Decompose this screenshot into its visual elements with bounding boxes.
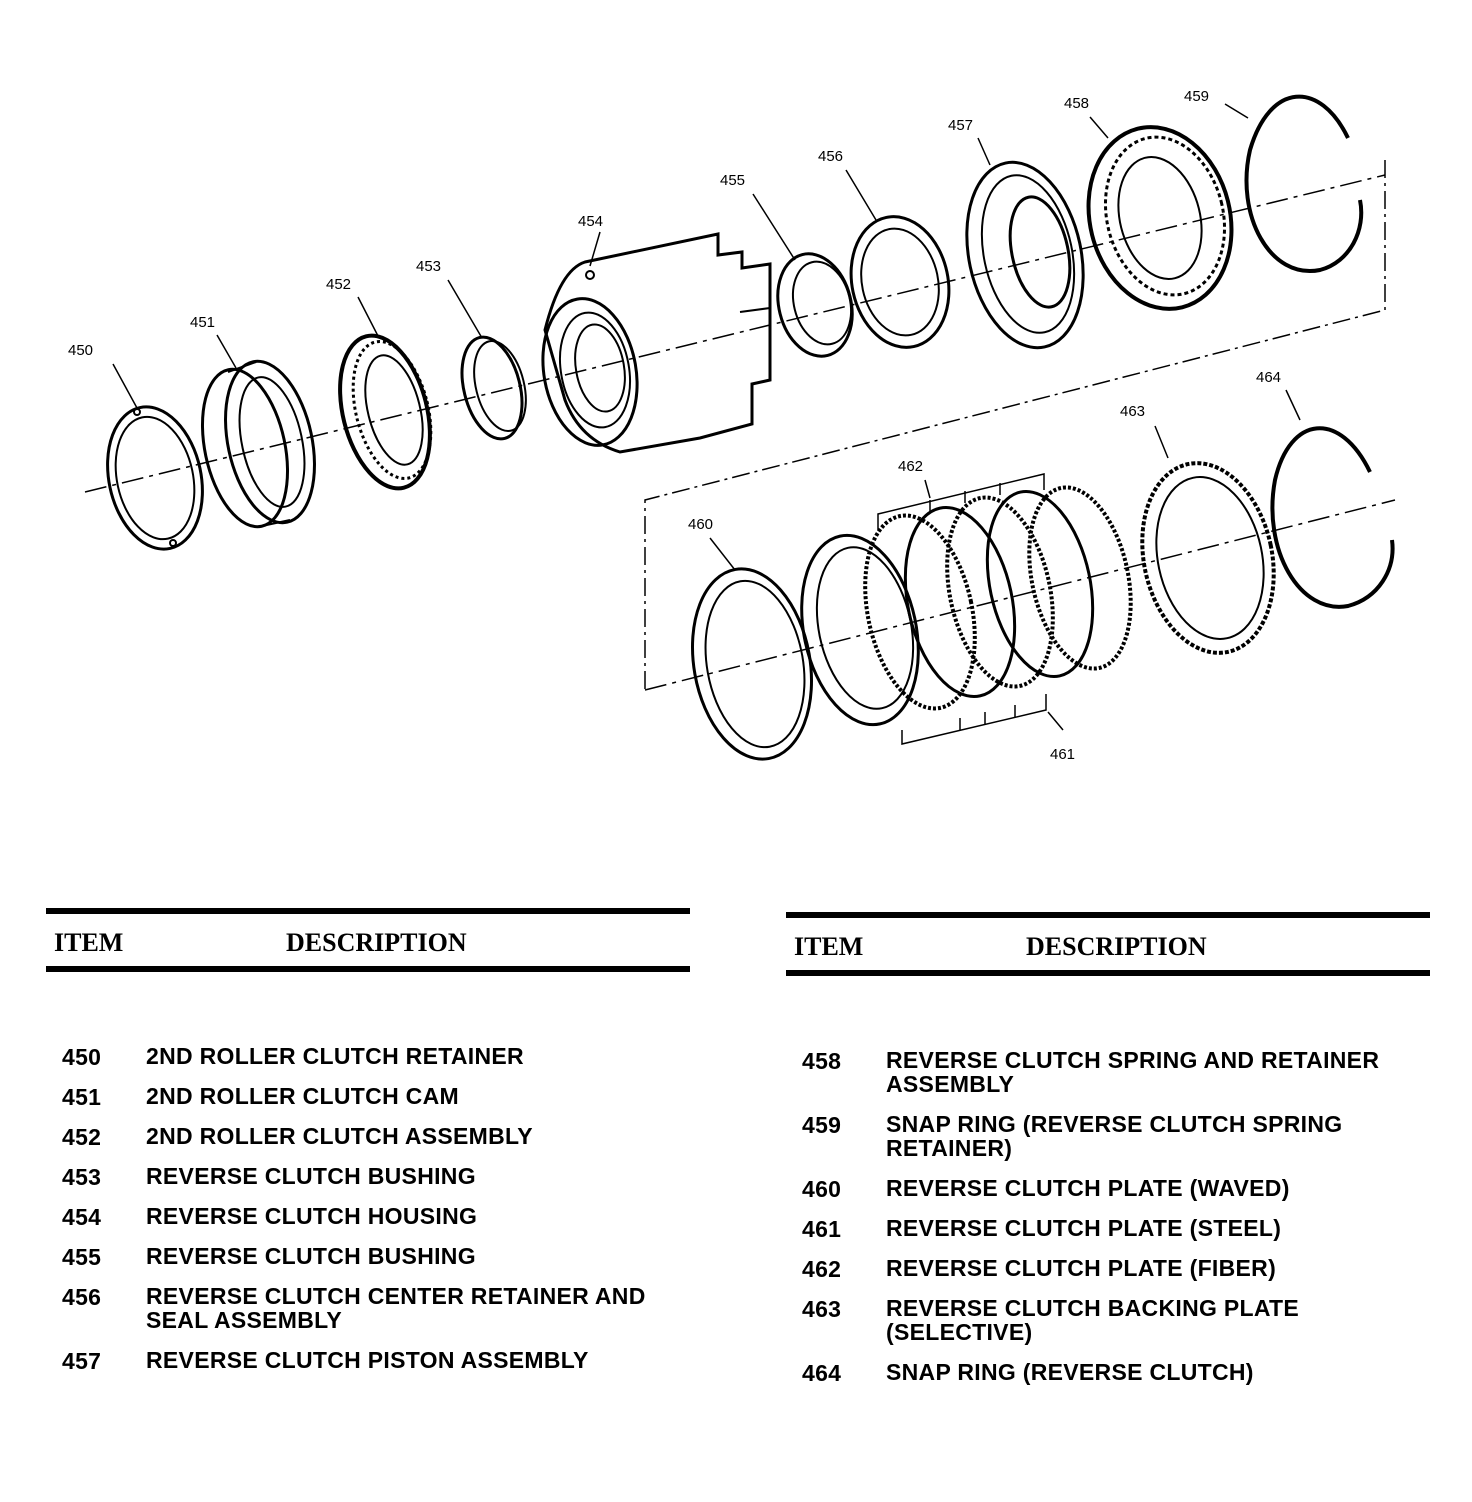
header-description: DESCRIPTION — [286, 928, 467, 957]
item-description: SNAP RING (REVERSE CLUTCH) — [886, 1359, 1254, 1385]
callout-450: 450 — [68, 342, 93, 359]
part-461-462-clutch-pack — [800, 473, 1133, 745]
item-number: 450 — [62, 1044, 102, 1070]
item-description: REVERSE CLUTCH HOUSING — [146, 1203, 478, 1229]
part-458-spring-retainer — [1086, 125, 1234, 311]
table-row: 462 REVERSE CLUTCH PLATE (FIBER) — [786, 1255, 1430, 1282]
item-description: REVERSE CLUTCH PISTON ASSEMBLY — [146, 1347, 589, 1373]
item-description: 2ND ROLLER CLUTCH ASSEMBLY — [146, 1123, 533, 1149]
callout-459: 459 — [1184, 88, 1209, 105]
exploded-view-diagram: 450 451 452 453 454 455 456 457 458 459 … — [68, 88, 1396, 763]
callout-460: 460 — [688, 516, 713, 533]
item-description: REVERSE CLUTCH SPRING AND RETAINER ASSEM… — [886, 1047, 1380, 1097]
item-number: 462 — [802, 1256, 842, 1282]
table-row: 450 2ND ROLLER CLUTCH RETAINER — [46, 1043, 690, 1070]
item-number: 463 — [802, 1296, 842, 1322]
item-description: REVERSE CLUTCH CENTER RETAINER AND SEAL … — [146, 1283, 646, 1333]
part-451-cam — [200, 359, 316, 529]
callout-455: 455 — [720, 172, 745, 189]
item-number: 461 — [802, 1216, 842, 1242]
assembly-bracket-line — [644, 160, 1386, 690]
leader-lines — [112, 103, 1301, 731]
part-463-backing-plate — [1140, 461, 1276, 655]
callout-463: 463 — [1120, 403, 1145, 420]
part-459-snap-ring — [1244, 94, 1364, 274]
table-row: 457 REVERSE CLUTCH PISTON ASSEMBLY — [46, 1347, 690, 1374]
part-457-piston — [965, 160, 1085, 350]
callout-453: 453 — [416, 258, 441, 275]
table-top-rule — [46, 908, 690, 914]
table-row: 454 REVERSE CLUTCH HOUSING — [46, 1203, 690, 1230]
callout-458: 458 — [1064, 95, 1089, 112]
table-row: 458 REVERSE CLUTCH SPRING AND RETAINER AS… — [786, 1048, 1430, 1096]
part-452-roller-clutch — [338, 333, 433, 491]
table-top-rule — [786, 912, 1430, 918]
item-description: REVERSE CLUTCH BUSHING — [146, 1243, 476, 1269]
item-number: 464 — [802, 1360, 842, 1386]
item-description: REVERSE CLUTCH BACKING PLATE (SELECTIVE) — [886, 1295, 1300, 1345]
item-number: 452 — [62, 1124, 102, 1150]
callout-456: 456 — [818, 148, 843, 165]
item-number: 456 — [62, 1284, 102, 1310]
item-number: 455 — [62, 1244, 102, 1270]
header-description: DESCRIPTION — [1026, 932, 1207, 961]
table-header-rule — [786, 970, 1430, 976]
table-row: 459 SNAP RING (REVERSE CLUTCH SPRING RETA… — [786, 1112, 1430, 1160]
table-row: 451 2ND ROLLER CLUTCH CAM — [46, 1083, 690, 1110]
item-number: 457 — [62, 1348, 102, 1374]
callout-461: 461 — [1050, 746, 1075, 763]
table-row: 452 2ND ROLLER CLUTCH ASSEMBLY — [46, 1123, 690, 1150]
part-464-snap-ring — [1270, 426, 1395, 609]
callout-464: 464 — [1256, 369, 1281, 386]
item-number: 459 — [802, 1112, 842, 1138]
item-number: 454 — [62, 1204, 102, 1230]
item-number: 451 — [62, 1084, 102, 1110]
table-header: ITEM DESCRIPTION — [46, 914, 690, 966]
table-row: 463 REVERSE CLUTCH BACKING PLATE (SELECTI… — [786, 1296, 1430, 1344]
callout-454: 454 — [578, 213, 603, 230]
table-row: 461 REVERSE CLUTCH PLATE (STEEL) — [786, 1215, 1430, 1242]
callout-457: 457 — [948, 117, 973, 134]
part-453-bushing — [460, 335, 527, 441]
item-number: 453 — [62, 1164, 102, 1190]
part-454-housing — [541, 232, 772, 454]
lower-centerline — [644, 499, 1396, 691]
header-item: ITEM — [794, 932, 864, 961]
table-row: 464 SNAP RING (REVERSE CLUTCH) — [786, 1359, 1430, 1386]
callout-462: 462 — [898, 458, 923, 475]
item-description: REVERSE CLUTCH PLATE (STEEL) — [886, 1215, 1282, 1241]
header-item: ITEM — [54, 928, 124, 957]
table-header-rule — [46, 966, 690, 972]
item-description: REVERSE CLUTCH PLATE (FIBER) — [886, 1255, 1277, 1281]
table-row: 453 REVERSE CLUTCH BUSHING — [46, 1163, 690, 1190]
item-description: REVERSE CLUTCH BUSHING — [146, 1163, 476, 1189]
parts-table-left: ITEM DESCRIPTION 450 2ND ROLLER CLUTCH RE… — [46, 908, 690, 1388]
item-number: 458 — [802, 1048, 842, 1074]
item-description: 2ND ROLLER CLUTCH CAM — [146, 1083, 459, 1109]
item-number: 460 — [802, 1176, 842, 1202]
table-row: 455 REVERSE CLUTCH BUSHING — [46, 1243, 690, 1270]
parts-table-right: ITEM DESCRIPTION 458 REVERSE CLUTCH SPRIN… — [786, 912, 1430, 1400]
upper-centerline — [84, 174, 1386, 493]
item-description: REVERSE CLUTCH PLATE (WAVED) — [886, 1175, 1290, 1201]
table-row: 460 REVERSE CLUTCH PLATE (WAVED) — [786, 1175, 1430, 1202]
item-description: SNAP RING (REVERSE CLUTCH SPRING RETAINE… — [886, 1111, 1343, 1161]
table-header: ITEM DESCRIPTION — [786, 918, 1430, 970]
part-456-center-retainer — [849, 215, 951, 349]
part-455-bushing — [776, 252, 854, 358]
part-450-retainer — [106, 405, 204, 551]
callout-451: 451 — [190, 314, 215, 331]
callout-452: 452 — [326, 276, 351, 293]
table-row: 456 REVERSE CLUTCH CENTER RETAINER AND SE… — [46, 1284, 690, 1332]
item-description: 2ND ROLLER CLUTCH RETAINER — [146, 1043, 524, 1069]
